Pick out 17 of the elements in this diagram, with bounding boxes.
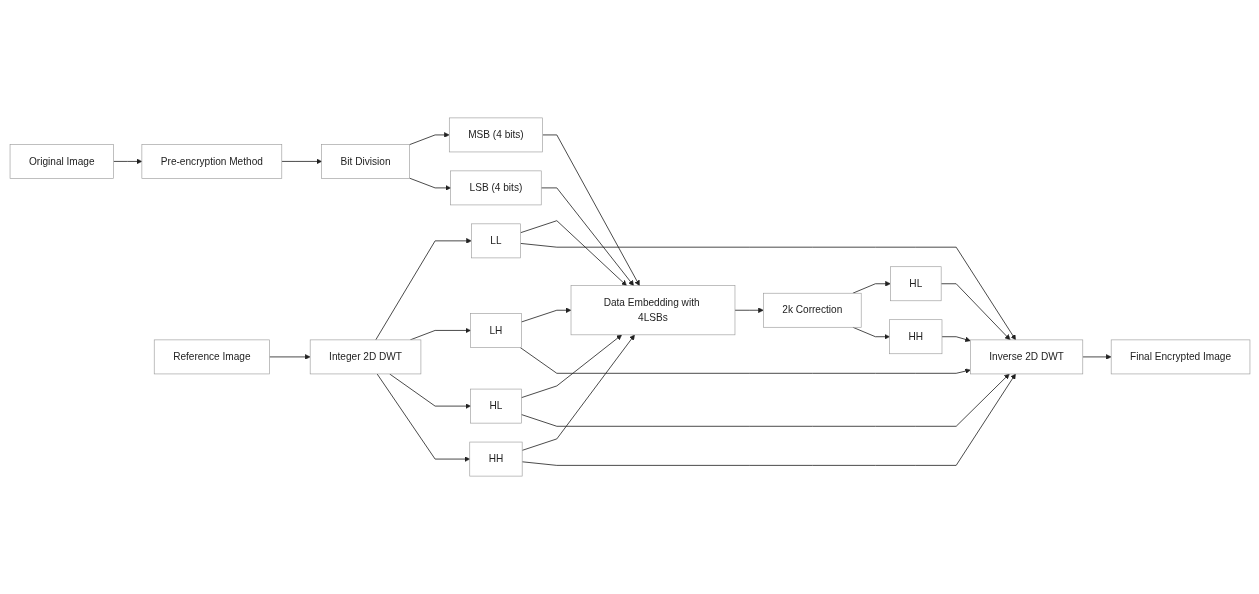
node-box: LSB (4 bits)	[449, 170, 542, 206]
node-box: Final Encrypted Image	[1110, 339, 1250, 375]
node-box: Inverse 2D DWT	[969, 339, 1083, 375]
node-box: HH	[468, 441, 522, 477]
node-box: Pre-encryption Method	[141, 144, 282, 179]
node-box: HH	[888, 319, 942, 355]
node-box: MSB (4 bits)	[448, 117, 543, 153]
node-box: Integer 2D DWT	[309, 339, 421, 375]
node-box: LH	[469, 313, 522, 348]
node-box: HL	[889, 266, 941, 302]
node-box: Reference Image	[153, 339, 270, 375]
node-box: Original Image	[9, 144, 114, 179]
node-box: LL	[470, 223, 521, 259]
node-box: 2k Correction	[762, 292, 861, 328]
node-box: Bit Division	[320, 144, 410, 179]
node-box: HL	[469, 388, 522, 424]
node-box: Data Embedding with 4LSBs	[570, 285, 735, 336]
